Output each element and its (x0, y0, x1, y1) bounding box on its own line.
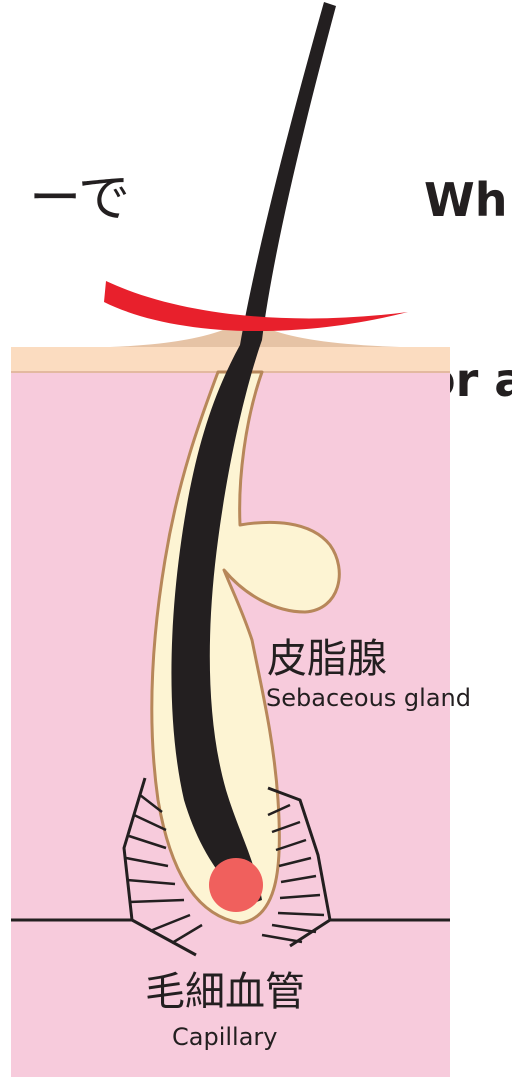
sebaceous-gland-label-japanese: 皮脂腺 (267, 636, 387, 682)
capillary-label-japanese: 毛細血管 (145, 969, 305, 1015)
capillary-label-english: Capillary (172, 1023, 277, 1051)
dermal-papilla (209, 858, 263, 912)
sebaceous-gland-label-english: Sebaceous gland (266, 684, 471, 712)
